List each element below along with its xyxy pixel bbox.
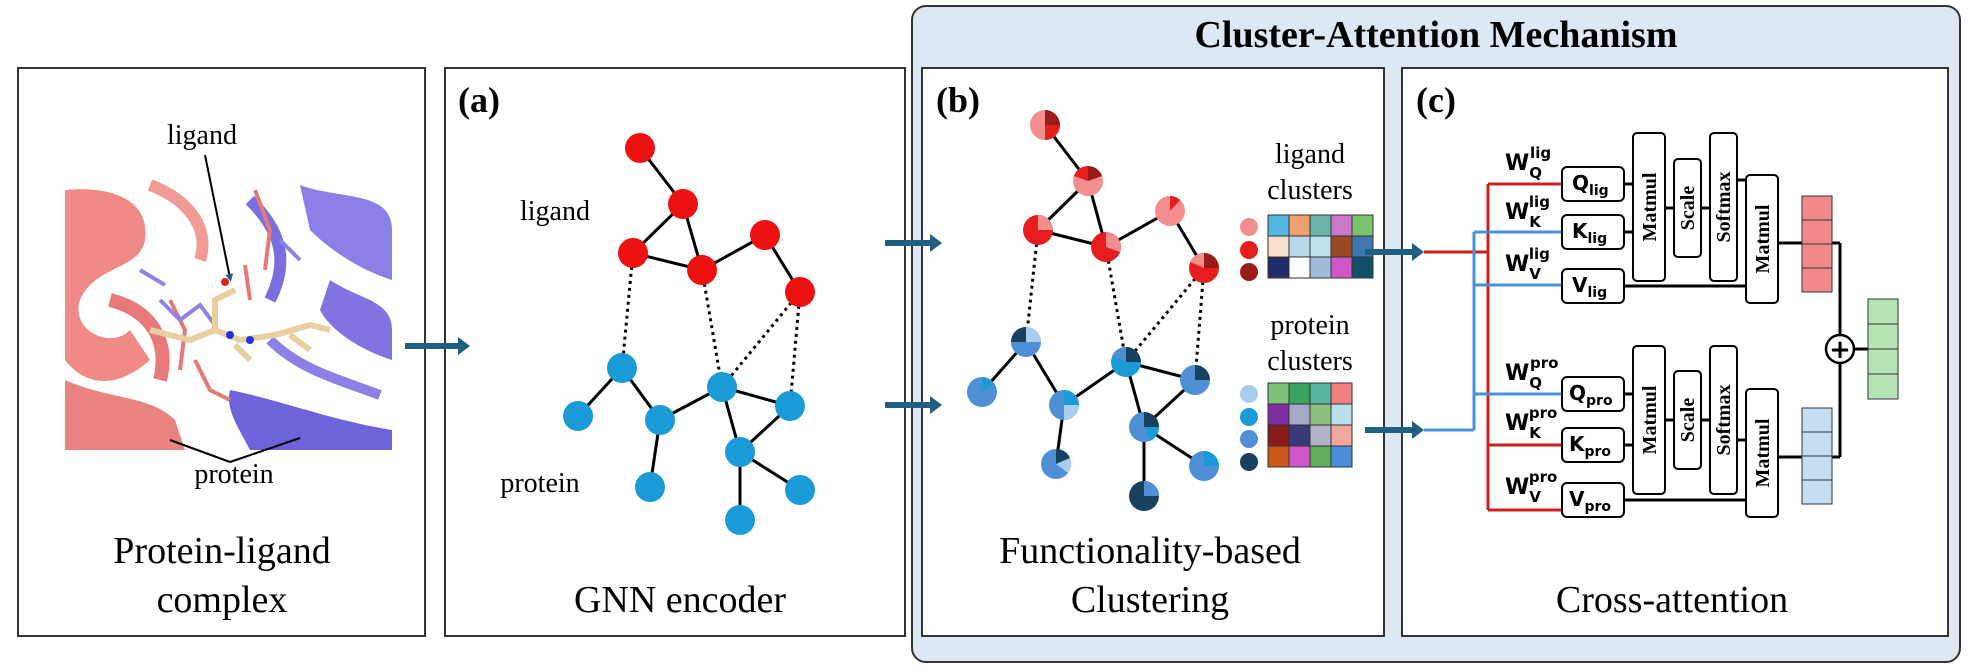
complex-protein-pointer-left bbox=[169, 439, 231, 463]
sum-output-vector bbox=[1867, 298, 1899, 400]
weight-label-k-pro: WKpro bbox=[1505, 404, 1557, 442]
ligand-ops: Matmul Scale Softmax Matmul bbox=[1632, 132, 1779, 304]
scale-pro: Scale bbox=[1677, 398, 1699, 443]
weight-label-q-pro: WQpro bbox=[1505, 354, 1559, 392]
panel-c bbox=[1401, 67, 1949, 637]
panel-a bbox=[444, 67, 906, 637]
arrow-complex-to-a-head bbox=[458, 337, 470, 355]
matmul-lig-2: Matmul bbox=[1752, 204, 1774, 273]
complex-ligand-label: ligand bbox=[167, 120, 237, 151]
complex-ligand-pointer bbox=[204, 154, 234, 282]
protein-output-vector bbox=[1801, 407, 1833, 505]
matmul-pro-2: Matmul bbox=[1752, 418, 1774, 487]
softmax-pro: Softmax bbox=[1713, 384, 1735, 455]
cluster-attention-title: Cluster-Attention Mechanism bbox=[1194, 14, 1677, 56]
ligand-feed-lines bbox=[1424, 182, 1562, 512]
ligand-cluster-dots bbox=[1240, 218, 1258, 281]
protein-ops: Matmul Scale Softmax Matmul bbox=[1632, 345, 1779, 518]
sum-symbol: + bbox=[1829, 335, 1851, 365]
matmul-lig-1: Matmul bbox=[1639, 172, 1661, 241]
q-lig-box-label: Qlig bbox=[1572, 171, 1609, 199]
op-connectors bbox=[1624, 178, 1868, 502]
sum-node bbox=[1824, 333, 1856, 365]
k-lig-box-label: Klig bbox=[1572, 219, 1607, 247]
arrow-b-to-c-protein-head bbox=[1412, 421, 1424, 439]
matmul-pro-1: Matmul bbox=[1639, 385, 1661, 454]
panel-a-ligand-label: ligand bbox=[520, 196, 590, 227]
weight-labels: WQlig WKlig WVlig WQpro WKpro WVpro bbox=[1505, 144, 1559, 506]
protein-feed-lines bbox=[1424, 230, 1562, 432]
panel-a-letter: (a) bbox=[458, 80, 500, 120]
complex-caption-line1: Protein-ligand bbox=[113, 530, 330, 572]
panel-b-caption-line1: Functionality-based bbox=[999, 530, 1301, 572]
protein-clusters-label-line2: clusters bbox=[1267, 346, 1353, 377]
softmax-lig: Softmax bbox=[1713, 171, 1735, 242]
scale-lig: Scale bbox=[1677, 186, 1699, 231]
arrow-b-to-c-ligand-head bbox=[1412, 243, 1424, 261]
protein-cluster-dots bbox=[1240, 385, 1258, 471]
arrow-a-to-b-ligand-head bbox=[930, 234, 942, 252]
protein-clusters-label-line1: protein bbox=[1270, 310, 1349, 341]
weight-label-v-pro: WVpro bbox=[1505, 468, 1557, 506]
panel-c-caption: Cross-attention bbox=[1556, 579, 1788, 621]
panel-b bbox=[921, 67, 1385, 637]
complex-protein-pointer-right bbox=[229, 437, 301, 463]
complex-caption-line2: complex bbox=[157, 579, 288, 621]
weight-label-v-lig: WVlig bbox=[1505, 245, 1550, 283]
panel-b-graph bbox=[967, 110, 1219, 511]
panel-a-caption: GNN encoder bbox=[574, 579, 786, 621]
ligand-clusters-label-line1: ligand bbox=[1275, 139, 1345, 170]
ligand-clusters-label-line2: clusters bbox=[1267, 175, 1353, 206]
protein-cluster-matrix bbox=[1267, 382, 1353, 468]
v-lig-box-label: Vlig bbox=[1572, 273, 1607, 301]
complex-protein-label: protein bbox=[194, 459, 273, 490]
arrow-a-to-b-protein-head bbox=[930, 396, 942, 414]
ligand-output-vector bbox=[1801, 195, 1833, 293]
ligand-cluster-matrix bbox=[1267, 214, 1374, 279]
q-pro-box-label: Qpro bbox=[1569, 381, 1613, 409]
panel-c-letter: (c) bbox=[1416, 80, 1456, 120]
weight-label-k-lig: WKlig bbox=[1505, 193, 1550, 231]
k-pro-box-label: Kpro bbox=[1569, 432, 1611, 460]
panel-b-letter: (b) bbox=[936, 80, 980, 120]
panel-a-protein-label: protein bbox=[500, 468, 579, 499]
v-pro-box-label: Vpro bbox=[1569, 487, 1611, 515]
complex-structure-image bbox=[65, 179, 392, 450]
weight-label-q-lig: WQlig bbox=[1505, 144, 1551, 182]
panel-b-caption-line2: Clustering bbox=[1071, 579, 1229, 621]
panel-a-graph bbox=[563, 133, 815, 535]
